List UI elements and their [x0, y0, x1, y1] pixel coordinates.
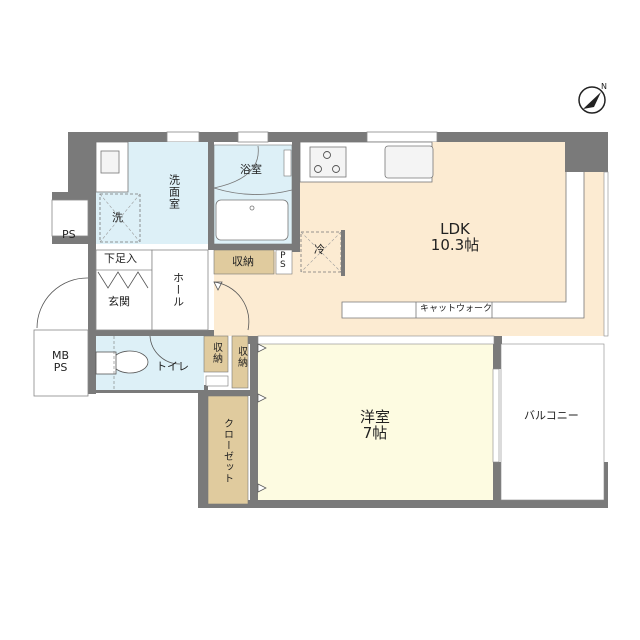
western-room-size: 7帖 [362, 423, 388, 442]
ldk-size: 10.3帖 [430, 235, 480, 254]
toilet-label: トイレ [156, 360, 189, 373]
storage-2-label: 収納 [210, 342, 222, 364]
storage-1-label: 収納 [232, 255, 254, 268]
western-room-name: 洋室 [359, 408, 390, 426]
catwalk-label: キャットウォーク [420, 304, 493, 314]
hall-label: ホール [171, 272, 185, 308]
western-room-label: 洋室 7帖 [330, 408, 420, 442]
north-arrow-icon: N [578, 82, 607, 114]
storage-3-label: 収納 [235, 346, 247, 368]
ps-outer-label: PS [62, 228, 76, 241]
refrigerator-label: 冷 [314, 243, 325, 256]
balcony-label: バルコニー [524, 409, 579, 422]
closet-label: クローゼット [221, 418, 233, 484]
entrance-label: 玄関 [108, 295, 130, 308]
sink [384, 145, 434, 179]
washroom-label: 洗面室 [167, 174, 181, 210]
shoe-box-label: 下足入 [104, 252, 137, 265]
washer-label: 洗 [112, 211, 123, 224]
bathroom-label: 浴室 [240, 163, 262, 176]
ldk-name: LDK [440, 220, 470, 238]
ldk-label: LDK 10.3帖 [410, 220, 500, 254]
svg-text:N: N [601, 82, 607, 91]
